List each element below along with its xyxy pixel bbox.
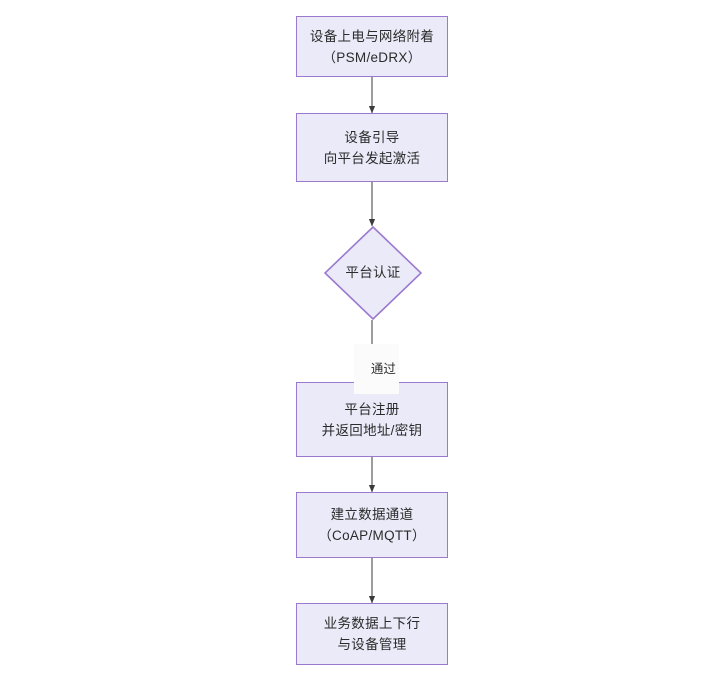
node-line: （PSM/eDRX） (322, 49, 422, 65)
node-business-data-and-device-management[interactable]: 业务数据上下行 与设备管理 (296, 603, 448, 665)
node-device-bootstrap[interactable]: 设备引导 向平台发起激活 (296, 113, 448, 182)
node-line: （CoAP/MQTT） (318, 528, 426, 543)
node-line: 平台认证 (345, 265, 401, 280)
node-line: 向平台发起激活 (323, 150, 421, 166)
node-line: 业务数据上下行 (323, 616, 421, 631)
node-platform-registration[interactable]: 平台注册 并返回地址/密钥 (296, 382, 448, 457)
node-line: 平台注册 (344, 401, 400, 417)
diamond-shape-icon (324, 226, 422, 320)
node-line: 设备引导 (344, 129, 400, 145)
node-line: 与设备管理 (337, 637, 407, 652)
node-line: 建立数据通道 (330, 507, 414, 522)
node-line: 并返回地址/密钥 (321, 422, 423, 438)
node-platform-authentication[interactable]: 平台认证 (324, 226, 422, 320)
node-line: 设备上电与网络附着 (309, 28, 435, 44)
edge-label-pass: 通过 (354, 344, 399, 394)
edge-label-text: 通过 (370, 362, 396, 376)
node-data-channel-setup[interactable]: 建立数据通道 （CoAP/MQTT） (296, 492, 448, 558)
node-device-power-on[interactable]: 设备上电与网络附着 （PSM/eDRX） (296, 16, 448, 77)
